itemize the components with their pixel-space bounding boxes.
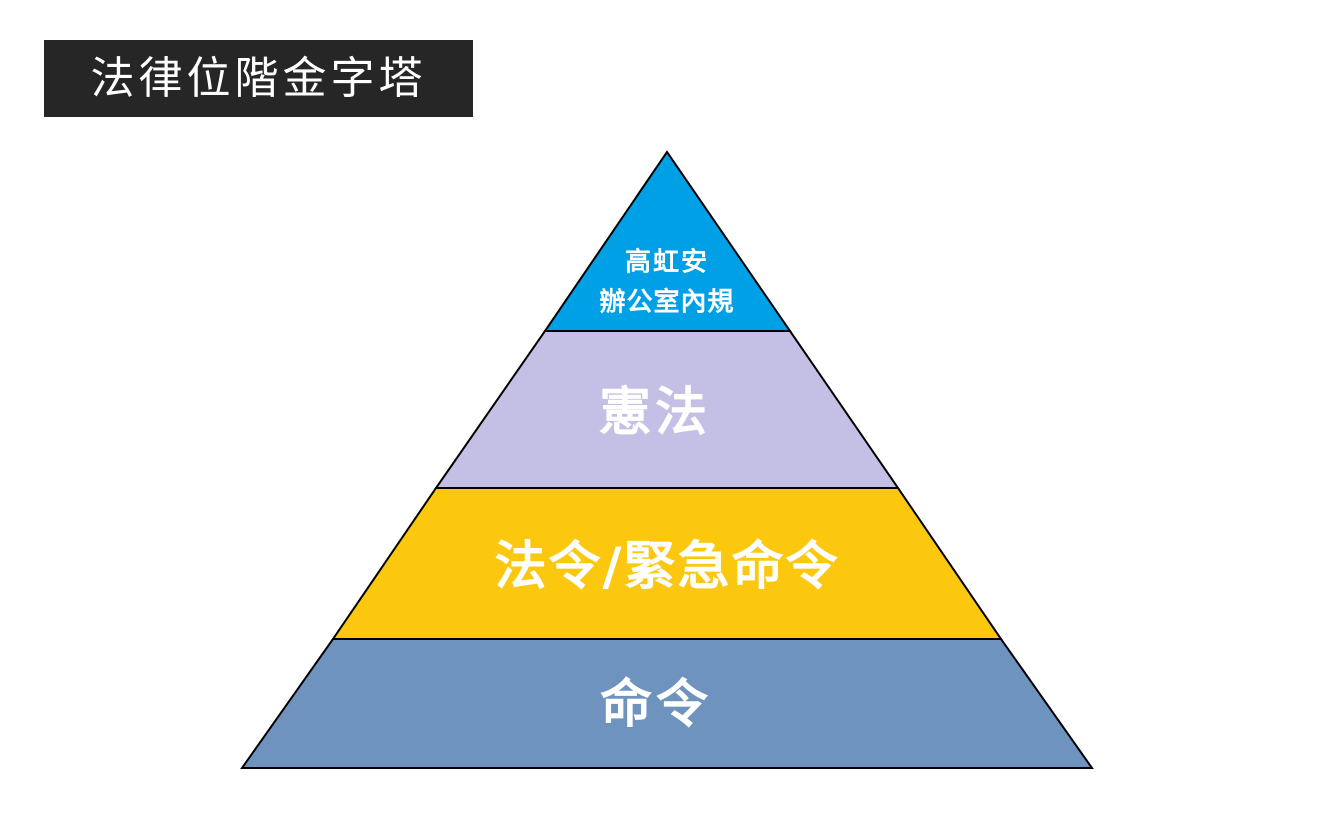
tier-2-label: 法令/緊急命令 (495, 537, 840, 597)
tier-1-label: 憲法 (599, 383, 711, 443)
page-title: 法律位階金字塔 (90, 52, 427, 104)
title-box: 法律位階金字塔 (44, 40, 473, 117)
tier-3-label: 命令 (600, 675, 712, 735)
tier-0-label-line-2: 辦公室內規 (599, 287, 734, 318)
tier-0-label-line-1: 高虹安 (625, 247, 709, 278)
tier-3-shape (240, 638, 1094, 769)
